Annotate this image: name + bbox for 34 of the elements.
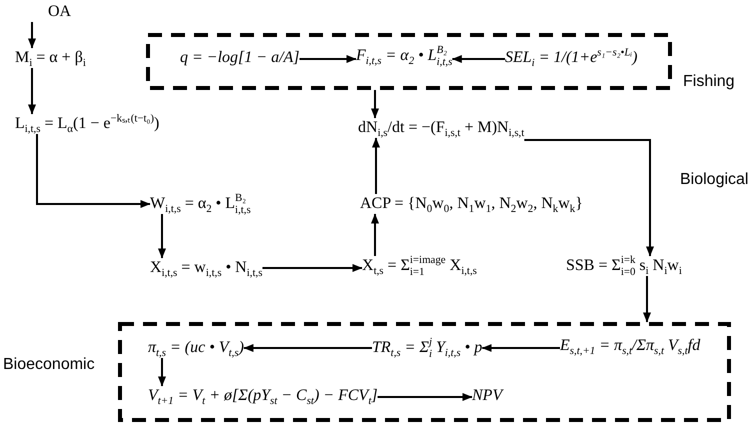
equation-text: SSB = Σ$_{i=0}$$^{i=k}$ s$_{i}$ N$_{i}$w$_{i}$ (566, 256, 682, 276)
node-label: OA (48, 2, 72, 22)
arrow (643, 276, 651, 322)
equation-text: M$_{i}$ = α + β$_{i}$ (15, 48, 86, 68)
arrow (28, 22, 36, 48)
group-label: Fishing (683, 72, 735, 92)
arrow (371, 214, 379, 256)
group-label: Bioeconomic (3, 355, 95, 375)
arrow (262, 264, 362, 272)
arrow (243, 344, 372, 352)
equation-text: E$_{s,t,+1}$ = π$_{s,t}$/Σπ$_{s,t}$ V$_{s,t}$fd (560, 336, 700, 356)
arrow (36, 134, 150, 208)
equation-text: V$_{t+1}$ = V$_{t}$ + ø[Σ(pY$_{st}$ − C$_{st}$) − FCV$_{t}$] (148, 386, 378, 406)
arrow (158, 214, 166, 258)
arrow (28, 68, 36, 114)
arrow (378, 393, 472, 401)
arrow (482, 344, 560, 352)
equation-text: X$_{t,s}$ = Σ$_{i=1}$$^{i=image}$ X$_{i,t,s}$ (362, 256, 477, 276)
arrow (452, 55, 505, 63)
equation-text: ACP = {N$_{0}$w$_{0}$, N$_{1}$w$_{1}$, N$_{2}$w$_{2}$, N$_{k}$w$_{k}$} (360, 194, 583, 214)
arrow (372, 138, 380, 194)
equation-text: dN$_{i,s}$/dt = −(F$_{i,s,t}$ + M)N$_{i,s,t}$ (358, 118, 524, 138)
arrow (524, 139, 654, 256)
arrow (300, 55, 356, 63)
equation-text: SEL$_{i}$ = 1/(1+e$^{s₁−s₂•Lᵢ}$) (505, 48, 638, 68)
node-label: NPV (472, 386, 502, 406)
arrow (371, 90, 379, 118)
equation-text: TR$_{t,s}$ = Σ$_{i}$$^{j}$ Y$_{i,t,s}$ • p (372, 338, 482, 358)
equation-text: X$_{i,t,s}$ = w$_{i,t,s}$ • N$_{i,t,s}$ (150, 258, 262, 278)
equation-text: L$_{i,t,s}$ = L$_{α}$(1 − e$^{−kₛ,ₜ(t−t₀)}$) (15, 114, 160, 134)
equation-text: q = −log[1 − a/A] (180, 48, 300, 68)
equation-text: π$_{t,s}$ = (uc • V$_{t,s}$) (148, 338, 244, 358)
arrow (158, 358, 166, 386)
section-label: Biological (680, 170, 748, 190)
